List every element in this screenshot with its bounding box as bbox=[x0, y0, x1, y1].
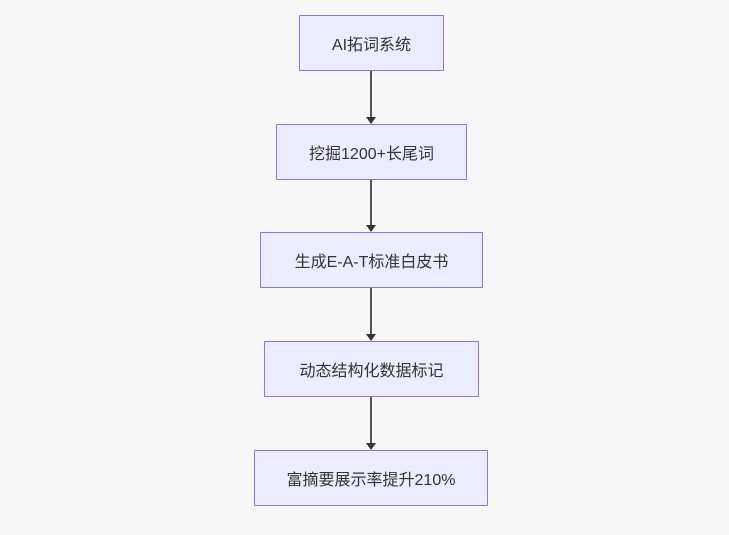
arrowhead-down-icon bbox=[366, 225, 376, 232]
flowchart-arrow-2 bbox=[365, 180, 377, 232]
arrowhead-down-icon bbox=[366, 117, 376, 124]
arrowhead-down-icon bbox=[366, 334, 376, 341]
flowchart-node-rich-snippet-result: 富摘要展示率提升210% bbox=[254, 450, 488, 506]
node-label: 挖掘1200+长尾词 bbox=[309, 146, 434, 163]
flowchart-arrow-4 bbox=[365, 397, 377, 450]
flowchart-arrow-1 bbox=[365, 71, 377, 124]
arrow-line bbox=[370, 71, 372, 117]
arrowhead-down-icon bbox=[366, 443, 376, 450]
flowchart-node-longtail-mining: 挖掘1200+长尾词 bbox=[276, 124, 467, 180]
node-label: 动态结构化数据标记 bbox=[299, 363, 444, 380]
arrow-line bbox=[370, 288, 372, 334]
flowchart-node-eat-whitepaper: 生成E-A-T标准白皮书 bbox=[260, 232, 483, 288]
flowchart-node-structured-data-markup: 动态结构化数据标记 bbox=[264, 341, 479, 397]
flowchart-node-ai-word-expansion: AI拓词系统 bbox=[299, 15, 444, 71]
arrow-line bbox=[370, 180, 372, 225]
node-label: 富摘要展示率提升210% bbox=[286, 472, 456, 489]
node-label: AI拓词系统 bbox=[331, 37, 412, 54]
arrow-line bbox=[370, 397, 372, 443]
node-label: 生成E-A-T标准白皮书 bbox=[294, 254, 449, 271]
flowchart-arrow-3 bbox=[365, 288, 377, 341]
